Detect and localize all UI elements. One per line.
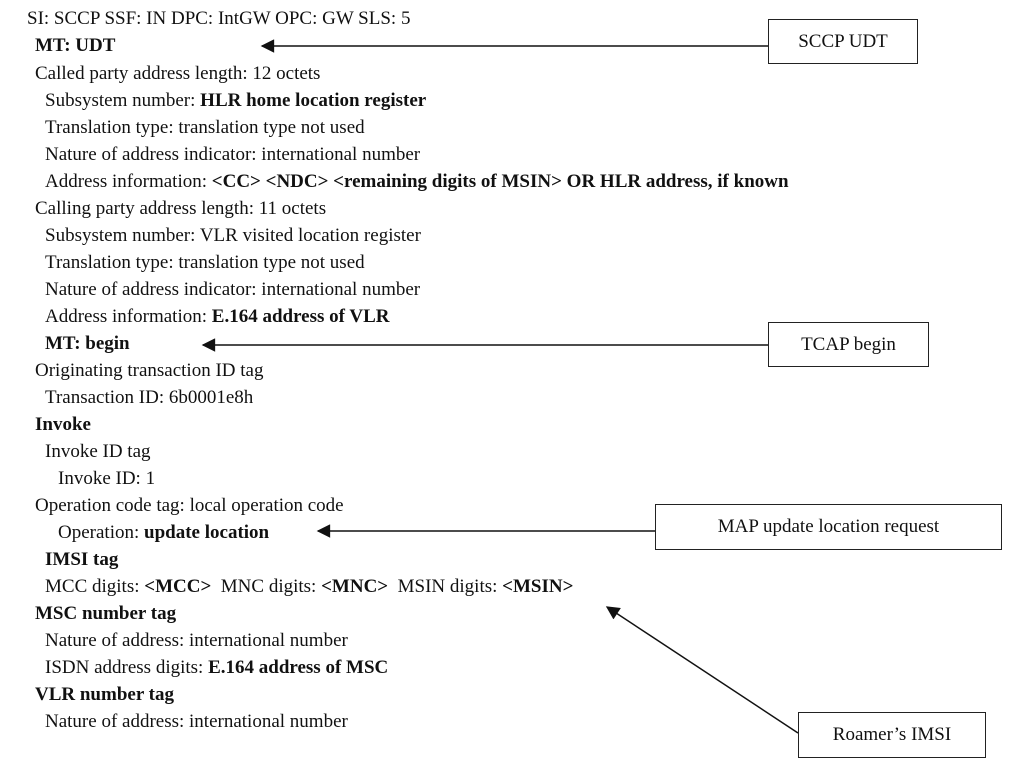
- invoke-id-line: Invoke ID: 1: [58, 468, 156, 489]
- calling-addr-value: E.164 address of VLR: [211, 306, 390, 327]
- invoke-line: Invoke: [35, 414, 91, 435]
- msin-label: MSIN digits:: [388, 576, 503, 597]
- invoke-id-tag-line: Invoke ID tag: [45, 441, 151, 462]
- msc-isdn-line: ISDN address digits: E.164 address of MS…: [45, 657, 388, 679]
- transaction-id-line: Transaction ID: 6b0001e8h: [45, 387, 254, 408]
- called-length-line: Called party address length: 12 octets: [35, 63, 321, 84]
- called-tt-line: Translation type: translation type not u…: [45, 117, 365, 138]
- called-ssn-line: Subsystem number: HLR home location regi…: [45, 90, 426, 112]
- calling-nai-line: Nature of address indicator: internation…: [45, 279, 421, 300]
- msc-isdn-label: ISDN address digits:: [45, 657, 209, 678]
- map-update-callout: MAP update location request: [655, 504, 1002, 550]
- tcap-begin-callout: TCAP begin: [768, 322, 929, 367]
- mt-udt-line: MT: UDT: [35, 35, 116, 56]
- operation-label: Operation:: [58, 522, 145, 543]
- called-addr-label: Address information:: [45, 171, 212, 192]
- mcc-label: MCC digits:: [45, 576, 145, 597]
- calling-addr-label: Address information:: [45, 306, 212, 327]
- operation-line: Operation: update location: [58, 522, 269, 544]
- calling-ssn-line: Subsystem number: VLR visited location r…: [45, 225, 421, 246]
- called-addr-line: Address information: <CC> <NDC> <remaini…: [45, 171, 789, 193]
- otid-tag-line: Originating transaction ID tag: [35, 360, 264, 381]
- msin-value: <MSIN>: [502, 576, 574, 597]
- header-line: SI: SCCP SSF: IN DPC: IntGW OPC: GW SLS:…: [27, 8, 411, 29]
- sccp-udt-callout: SCCP UDT: [768, 19, 918, 64]
- imsi-tag-line: IMSI tag: [45, 549, 119, 570]
- mt-begin-line: MT: begin: [45, 333, 130, 354]
- operation-value: update location: [144, 522, 270, 543]
- roamer-imsi-arrow: [605, 606, 799, 734]
- opcode-tag-line: Operation code tag: local operation code: [35, 495, 344, 516]
- vlr-tag-line: VLR number tag: [35, 684, 174, 705]
- called-ssn-value: HLR home location register: [200, 90, 427, 111]
- mcc-value: <MCC>: [144, 576, 212, 597]
- calling-addr-line: Address information: E.164 address of VL…: [45, 306, 389, 328]
- mnc-label: MNC digits:: [211, 576, 322, 597]
- mnc-value: <MNC>: [321, 576, 389, 597]
- called-addr-value: <CC> <NDC> <remaining digits of MSIN> OR…: [211, 171, 789, 192]
- imsi-digits-line: MCC digits: <MCC> MNC digits: <MNC> MSIN…: [45, 576, 573, 598]
- vlr-noa-line: Nature of address: international number: [45, 711, 348, 732]
- msc-isdn-value: E.164 address of MSC: [208, 657, 389, 678]
- roamer-imsi-callout: Roamer’s IMSI: [798, 712, 986, 758]
- calling-tt-line: Translation type: translation type not u…: [45, 252, 365, 273]
- calling-length-line: Calling party address length: 11 octets: [35, 198, 327, 219]
- called-nai-line: Nature of address indicator: internation…: [45, 144, 421, 165]
- msc-tag-line: MSC number tag: [35, 603, 177, 624]
- called-ssn-label: Subsystem number:: [45, 90, 201, 111]
- msc-noa-line: Nature of address: international number: [45, 630, 348, 651]
